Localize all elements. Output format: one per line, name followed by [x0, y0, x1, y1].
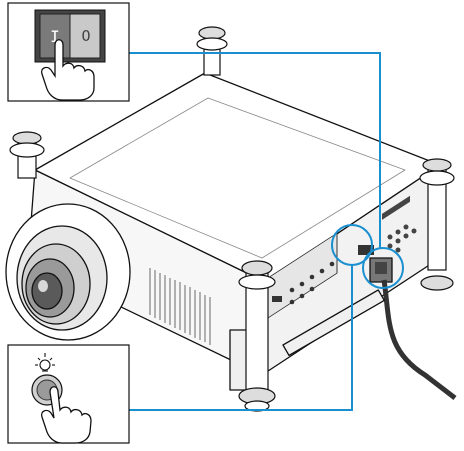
power-inset: [7, 344, 130, 444]
callout-circle-inlet: [362, 247, 404, 289]
leader-switch: [129, 52, 381, 248]
light-bulb-icon: [35, 353, 55, 372]
switch-off-symbol: O: [81, 27, 90, 45]
switch-inset: I O: [7, 2, 130, 102]
control-panel: [382, 195, 417, 253]
switch-rocker-off-side: [69, 13, 101, 59]
frame-legs: [9, 26, 455, 412]
callout-leaders: [129, 52, 381, 411]
power-cable: [381, 279, 457, 400]
pressing-hand-icon: [41, 39, 95, 101]
pressing-hand-icon: [41, 386, 92, 444]
leader-power-button: [129, 265, 353, 411]
power-inlet-icon: [369, 257, 393, 283]
top-panel-outline: [69, 97, 406, 259]
lens-icon: [5, 203, 131, 341]
vent-grille: [149, 268, 211, 345]
rocker-switch-icon[interactable]: I O: [34, 9, 106, 63]
switch-on-symbol: I: [50, 27, 60, 46]
terminal-ports: [272, 245, 374, 305]
